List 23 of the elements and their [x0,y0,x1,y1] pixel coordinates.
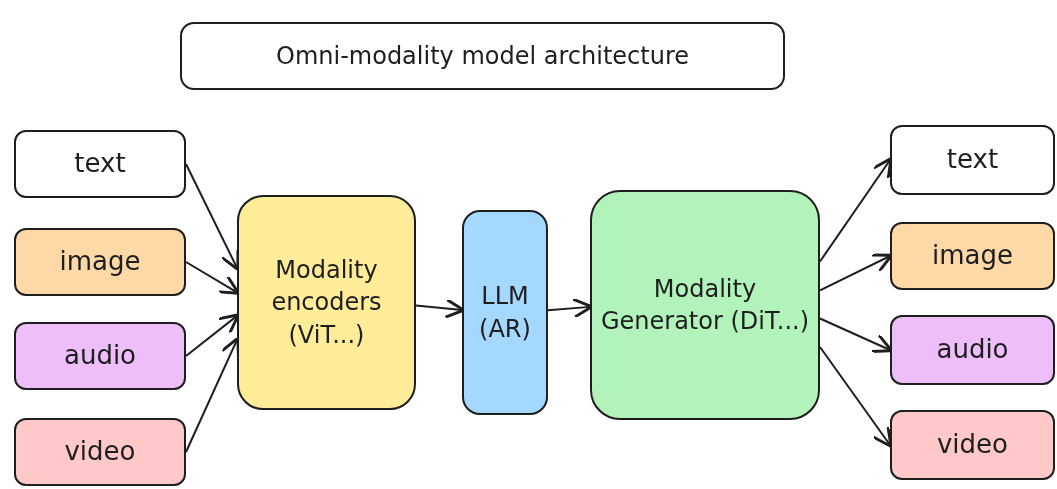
process-box [890,125,1055,195]
node-label: Modality encoders (ViT...) [270,254,383,351]
process-box [237,195,416,410]
node-label: image [932,239,1013,273]
process-box [462,210,548,415]
title-box: Omni-modality model architecture [180,22,785,90]
process-box [890,222,1055,290]
node-label: image [59,245,141,279]
node-label: video [937,428,1008,462]
process-box [890,315,1055,385]
process-box [14,418,186,486]
node-label: text [946,143,999,177]
node-label: text [74,147,126,181]
node-label: LLM (AR) [478,281,532,345]
process-box [14,322,186,390]
node-label: video [64,435,136,469]
node-label: audio [936,333,1009,367]
process-box [14,130,186,198]
process-box [890,410,1055,480]
process-box [14,228,186,296]
process-box [590,190,820,420]
node-label: audio [63,339,136,373]
node-label: Modality Generator (DiT...) [599,273,811,337]
